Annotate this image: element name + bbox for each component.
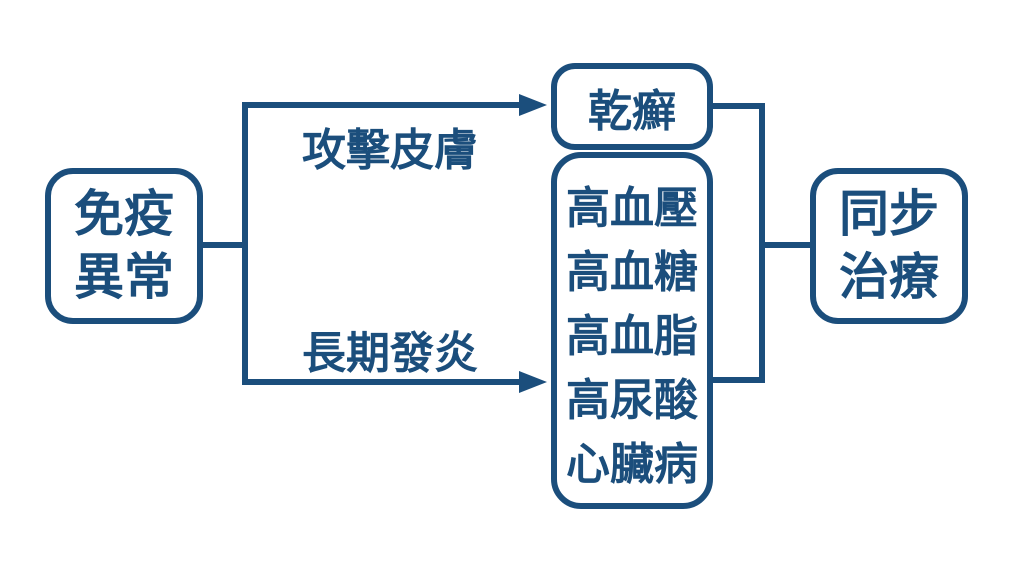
list-item-high-blood-sugar: 高血糖 (566, 248, 698, 297)
list-item-high-blood-lipids: 高血脂 (566, 312, 698, 361)
node-treatment-line2: 治療 (839, 249, 939, 305)
node-immune-line1: 免疫 (74, 186, 174, 242)
edge-label-chronic-inflammation: 長期發炎 (302, 329, 478, 378)
list-item-heart-disease: 心臟病 (566, 440, 698, 489)
arrowhead-to-psoriasis-icon (519, 94, 547, 116)
edge-merge-bracket-line (709, 103, 815, 383)
node-treatment-line1: 同步 (839, 186, 939, 242)
node-comorbidities-list: 高血壓 高血糖 高血脂 高尿酸 心臟病 (551, 152, 713, 509)
node-synchronized-treatment: 同步 治療 (810, 168, 968, 324)
node-psoriasis-label: 乾癬 (588, 86, 676, 136)
node-immune-abnormality: 免疫 異常 (45, 168, 203, 324)
list-item-high-uric-acid: 高尿酸 (566, 376, 698, 425)
node-immune-line2: 異常 (74, 249, 174, 305)
edge-label-attack-skin: 攻擊皮膚 (302, 126, 478, 175)
node-psoriasis: 乾癬 (551, 63, 713, 150)
list-item-hypertension: 高血壓 (566, 184, 698, 233)
